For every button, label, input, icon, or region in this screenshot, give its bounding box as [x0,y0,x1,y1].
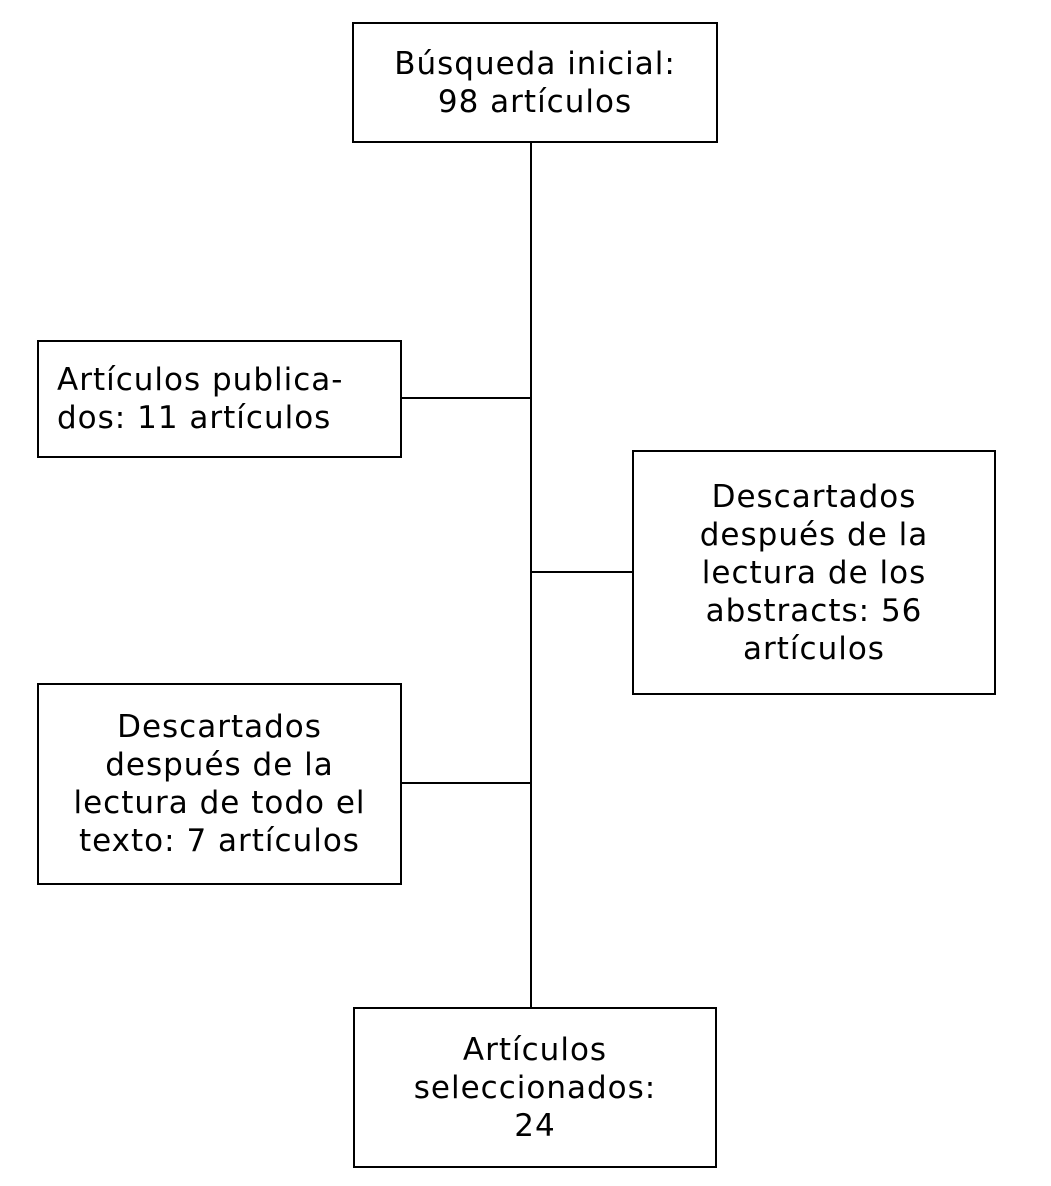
box-initial-search: Búsqueda inicial: 98 artículos [352,22,718,143]
box-discarded-after-abstracts-text: Descartados después de la lectura de los… [699,478,929,667]
box-published-articles: Artículos publica- dos: 11 artículos [37,340,402,458]
box-selected-articles: Artículos seleccionados: 24 [353,1007,717,1168]
box-initial-search-text: Búsqueda inicial: 98 artículos [394,45,676,120]
connector-discarded-full-text-branch [402,782,531,784]
box-discarded-after-full-text: Descartados después de la lectura de tod… [37,683,402,885]
box-selected-articles-text: Artículos seleccionados: 24 [413,1031,657,1144]
box-published-articles-text: Artículos publica- dos: 11 artículos [57,362,344,436]
connector-discarded-abstracts-branch [531,571,632,573]
connector-published-branch [402,397,531,399]
connector-main-vertical-line [530,143,532,1007]
box-discarded-after-abstracts: Descartados después de la lectura de los… [632,450,996,695]
box-discarded-after-full-text-text: Descartados después de la lectura de tod… [73,709,366,859]
